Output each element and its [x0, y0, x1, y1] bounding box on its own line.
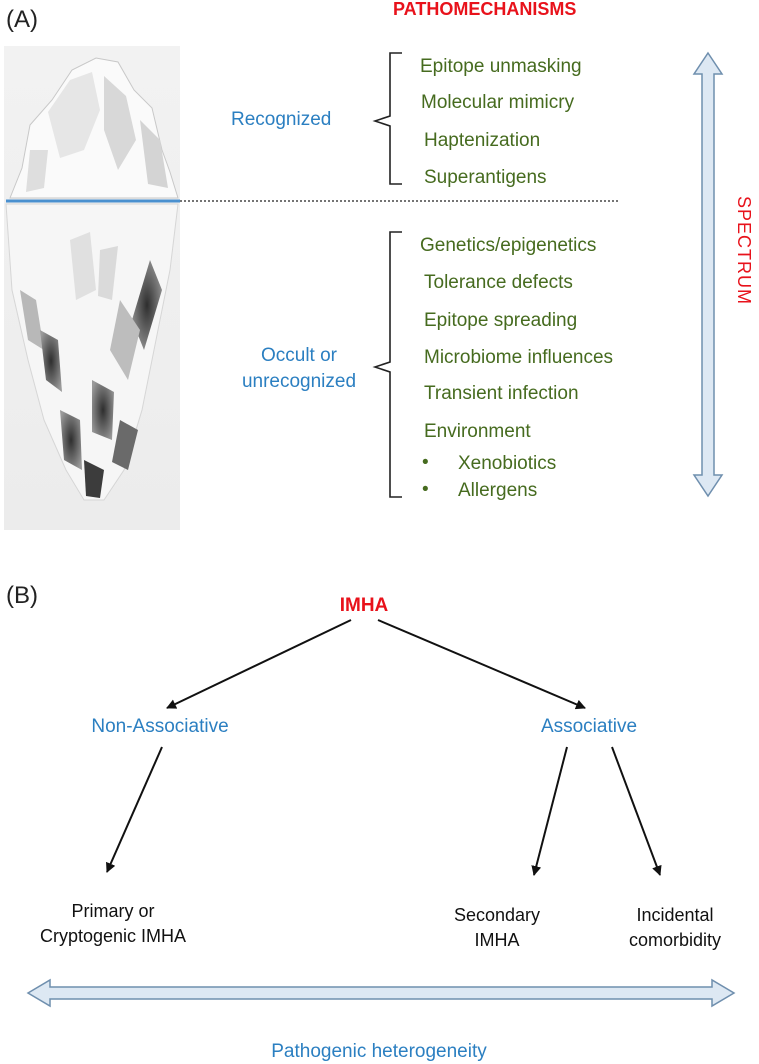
secondary-imha-line2: IMHA	[474, 930, 520, 950]
mechanism-item: Microbiome influences	[424, 347, 614, 368]
occult-label-line1: Occult or	[260, 345, 338, 366]
bullet-marker: •	[422, 479, 429, 500]
incidental-comorbidity-line2: comorbidity	[628, 930, 722, 950]
mechanism-item: Genetics/epigenetics	[420, 235, 597, 256]
incidental-comorbidity-line1: Incidental	[636, 905, 714, 925]
mechanism-subitem: Allergens	[458, 480, 538, 501]
mechanism-subitem: Xenobiotics	[458, 453, 557, 474]
mechanism-item: Environment	[424, 421, 531, 442]
non-associative-node: Non-Associative	[91, 716, 229, 737]
mechanism-item: Epitope spreading	[424, 310, 578, 331]
panel-a-label: (A)	[6, 6, 38, 33]
mechanism-item: Haptenization	[424, 130, 541, 151]
mechanism-item: Tolerance defects	[424, 272, 573, 293]
imha-root: IMHA	[339, 595, 389, 616]
spectrum-label: SPECTRUM	[734, 196, 754, 306]
mechanism-item: Superantigens	[424, 167, 547, 188]
mechanism-item: Epitope unmasking	[420, 56, 582, 77]
occult-label-line2: unrecognized	[241, 371, 357, 392]
recognized-label: Recognized	[231, 109, 332, 130]
panel-b-label: (B)	[6, 582, 38, 609]
secondary-imha-line1: Secondary	[453, 905, 541, 925]
primary-imha-line2: Cryptogenic IMHA	[39, 926, 187, 946]
bullet-marker: •	[422, 452, 429, 473]
primary-imha-line1: Primary or	[71, 901, 155, 921]
pathomechanisms-header: PATHOMECHANISMS	[393, 0, 577, 19]
mechanism-item: Molecular mimicry	[421, 92, 575, 113]
mechanism-item: Transient infection	[424, 383, 579, 404]
associative-node: Associative	[540, 716, 638, 737]
pathogenic-heterogeneity-label: Pathogenic heterogeneity	[271, 1041, 487, 1062]
